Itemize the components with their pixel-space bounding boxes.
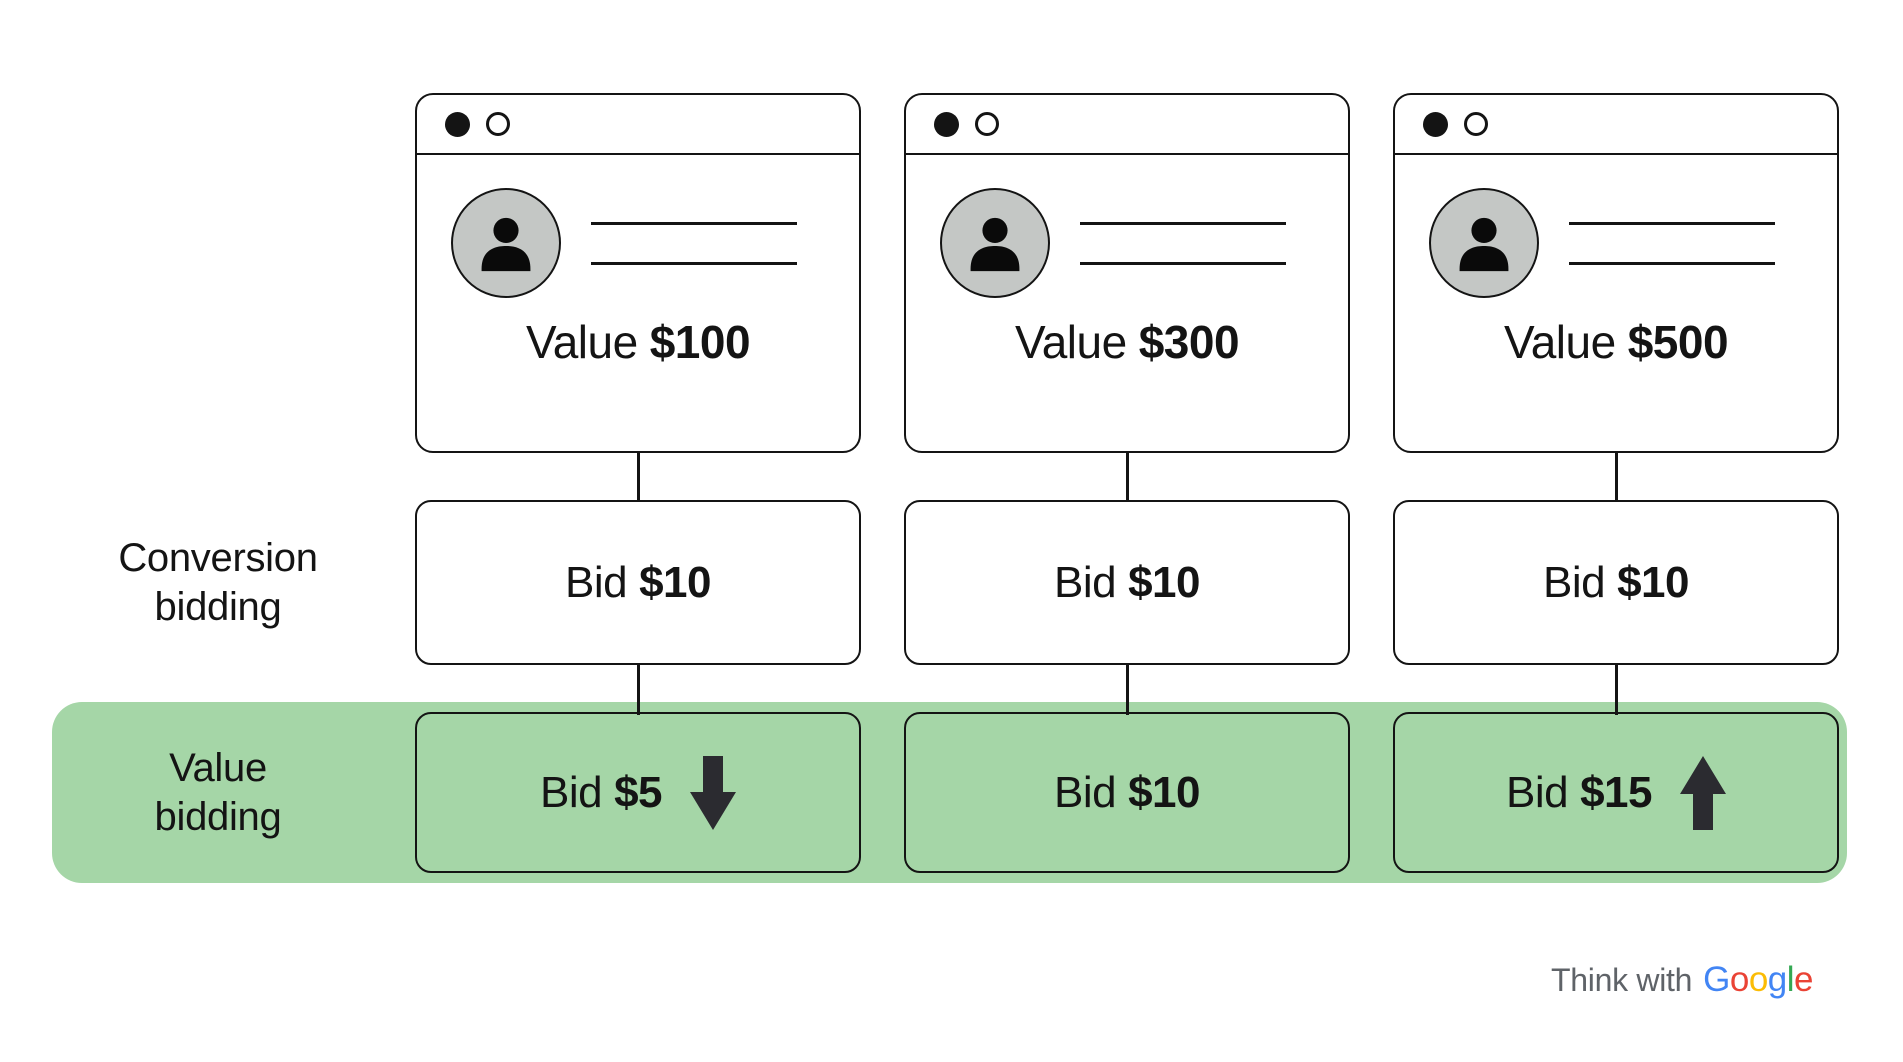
bid-amount: $5 <box>614 767 663 817</box>
conversion-bid-box: Bid$10 <box>1393 500 1839 665</box>
placeholder-line <box>1080 261 1286 265</box>
value-amount: $100 <box>649 316 751 368</box>
person-icon <box>1459 217 1509 272</box>
value-bid-box: Bid$5 <box>415 712 861 873</box>
window-dot-filled-icon <box>1423 111 1448 137</box>
value-bidding-highlight-band <box>52 702 1847 883</box>
text-placeholder-lines <box>591 221 797 265</box>
person-icon <box>481 217 531 272</box>
window-dot-filled-icon <box>934 111 959 137</box>
conversion-bid-box: Bid$10 <box>904 500 1350 665</box>
row-label-line: Value <box>169 746 267 790</box>
bid-label: Bid <box>1053 557 1117 607</box>
placeholder-line <box>591 261 797 265</box>
google-logo: Google <box>1703 960 1813 999</box>
value-amount: $500 <box>1627 316 1729 368</box>
connector-line <box>636 663 640 715</box>
value-text: Value$300 <box>906 315 1348 369</box>
window-titlebar <box>906 95 1348 155</box>
avatar <box>940 188 1050 298</box>
think-with-text: Think with <box>1551 962 1693 998</box>
bid-amount: $15 <box>1580 767 1652 817</box>
connector-line <box>636 451 640 503</box>
bid-label: Bid <box>1505 767 1569 817</box>
browser-window-card: Value$300 <box>904 93 1350 453</box>
avatar <box>1429 188 1539 298</box>
window-titlebar <box>417 95 859 155</box>
bid-amount: $10 <box>1128 557 1200 607</box>
bid-label: Bid <box>1542 557 1606 607</box>
value-bid-box: Bid$10 <box>904 712 1350 873</box>
window-dot-outline-icon <box>486 112 510 136</box>
value-bid-box: Bid$15 <box>1393 712 1839 873</box>
profile-row <box>1395 155 1837 298</box>
window-dot-outline-icon <box>1464 112 1488 136</box>
value-amount: $300 <box>1138 316 1240 368</box>
conversion-bid-box: Bid$10 <box>415 500 861 665</box>
arrow-down-icon <box>690 755 737 830</box>
arrow-up-icon <box>1680 755 1726 830</box>
profile-row <box>906 155 1348 298</box>
card-body: Value$300 <box>906 155 1348 451</box>
connector-line <box>1125 451 1129 503</box>
bid-amount: $10 <box>1128 767 1200 817</box>
value-bidding-row-label: Value bidding <box>38 744 398 842</box>
value-text: Value$500 <box>1395 315 1837 369</box>
window-dot-filled-icon <box>445 111 470 137</box>
bid-amount: $10 <box>639 557 711 607</box>
profile-row <box>417 155 859 298</box>
row-label-line: bidding <box>154 585 282 629</box>
connector-line <box>1614 451 1618 503</box>
value-text: Value$100 <box>417 315 859 369</box>
value-label: Value <box>1503 316 1616 368</box>
row-label-line: Conversion <box>118 536 318 580</box>
value-label: Value <box>525 316 638 368</box>
window-titlebar <box>1395 95 1837 155</box>
row-label-line: bidding <box>154 795 282 839</box>
text-placeholder-lines <box>1080 221 1286 265</box>
avatar <box>451 188 561 298</box>
placeholder-line <box>1569 261 1775 265</box>
card-body: Value$500 <box>1395 155 1837 451</box>
browser-window-card: Value$500 <box>1393 93 1839 453</box>
connector-line <box>1614 663 1618 715</box>
bid-amount: $10 <box>1617 557 1689 607</box>
browser-window-card: Value$100 <box>415 93 861 453</box>
card-body: Value$100 <box>417 155 859 451</box>
footer-logo: Think with Google <box>1551 960 1813 1000</box>
window-dot-outline-icon <box>975 112 999 136</box>
placeholder-line <box>1569 221 1775 225</box>
connector-line <box>1125 663 1129 715</box>
bid-label: Bid <box>564 557 628 607</box>
person-icon <box>970 217 1020 272</box>
bid-label: Bid <box>1053 767 1117 817</box>
value-label: Value <box>1014 316 1127 368</box>
bid-label: Bid <box>539 767 603 817</box>
text-placeholder-lines <box>1569 221 1775 265</box>
conversion-bidding-row-label: Conversion bidding <box>38 534 398 632</box>
placeholder-line <box>1080 221 1286 225</box>
placeholder-line <box>591 221 797 225</box>
